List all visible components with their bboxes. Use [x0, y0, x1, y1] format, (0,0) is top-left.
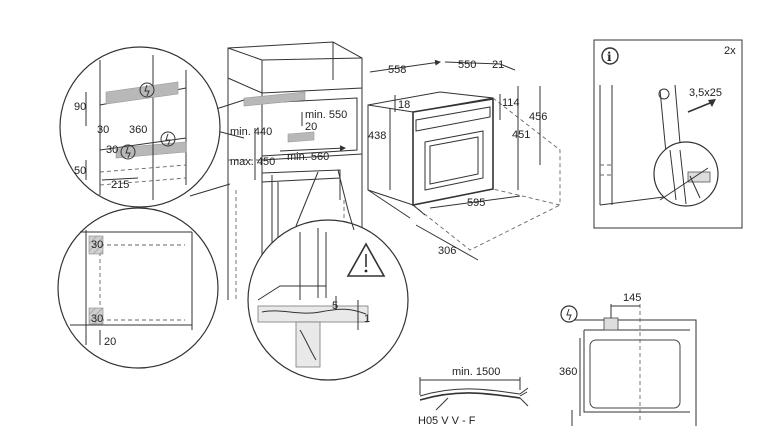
detail-dim-30b: 30 — [106, 144, 118, 156]
info-screw-size: 3,5x25 — [689, 87, 722, 99]
warning-dim-1: 1 — [364, 313, 370, 325]
dim-558: 558 — [388, 64, 406, 76]
dim-18: 18 — [398, 99, 410, 111]
side-dim-30-top: 30 — [91, 239, 103, 251]
detail-dim-30a: 30 — [97, 124, 109, 136]
dim-438: 438 — [368, 130, 386, 142]
detail-circle-side-gap — [57, 207, 219, 369]
side-dim-30-bottom: 30 — [91, 313, 103, 325]
detail-dim-360: 360 — [129, 124, 147, 136]
warning-dim-5: 5 — [332, 300, 338, 312]
oven-drawing — [367, 91, 561, 251]
cable-drawing — [419, 377, 529, 411]
dim-114: 114 — [502, 97, 520, 109]
dim-20: 20 — [305, 121, 317, 133]
dim-451: 451 — [512, 129, 530, 141]
info-count: 2x — [724, 45, 736, 57]
dim-max-450: max. 450 — [230, 156, 275, 168]
dim-306: 306 — [438, 245, 456, 257]
detail-dim-50: 50 — [74, 165, 86, 177]
cable-type: H05 V V - F — [418, 415, 476, 427]
detail-circle-ventilation — [59, 46, 221, 208]
detail-dim-215: 215 — [111, 179, 129, 191]
detail-dim-90: 90 — [74, 101, 86, 113]
side-dim-20: 20 — [104, 336, 116, 348]
dim-550: 550 — [458, 59, 476, 71]
info-icon: i — [607, 50, 612, 64]
info-panel: i — [593, 39, 743, 229]
detail-circle-warning — [247, 219, 409, 381]
cabinet-drawing — [189, 41, 363, 310]
cable-min-length: min. 1500 — [452, 366, 500, 378]
dim-min-550: min. 550 — [305, 109, 347, 121]
connection-dim-145: 145 — [623, 292, 641, 304]
dim-min-440: min. 440 — [230, 126, 272, 138]
dim-21: 21 — [492, 59, 504, 71]
connection-detail — [560, 304, 697, 426]
dim-456: 456 — [529, 111, 547, 123]
dim-min-560: min. 560 — [287, 151, 329, 163]
dim-595: 595 — [467, 197, 485, 209]
connection-dim-360: 360 — [559, 366, 577, 378]
